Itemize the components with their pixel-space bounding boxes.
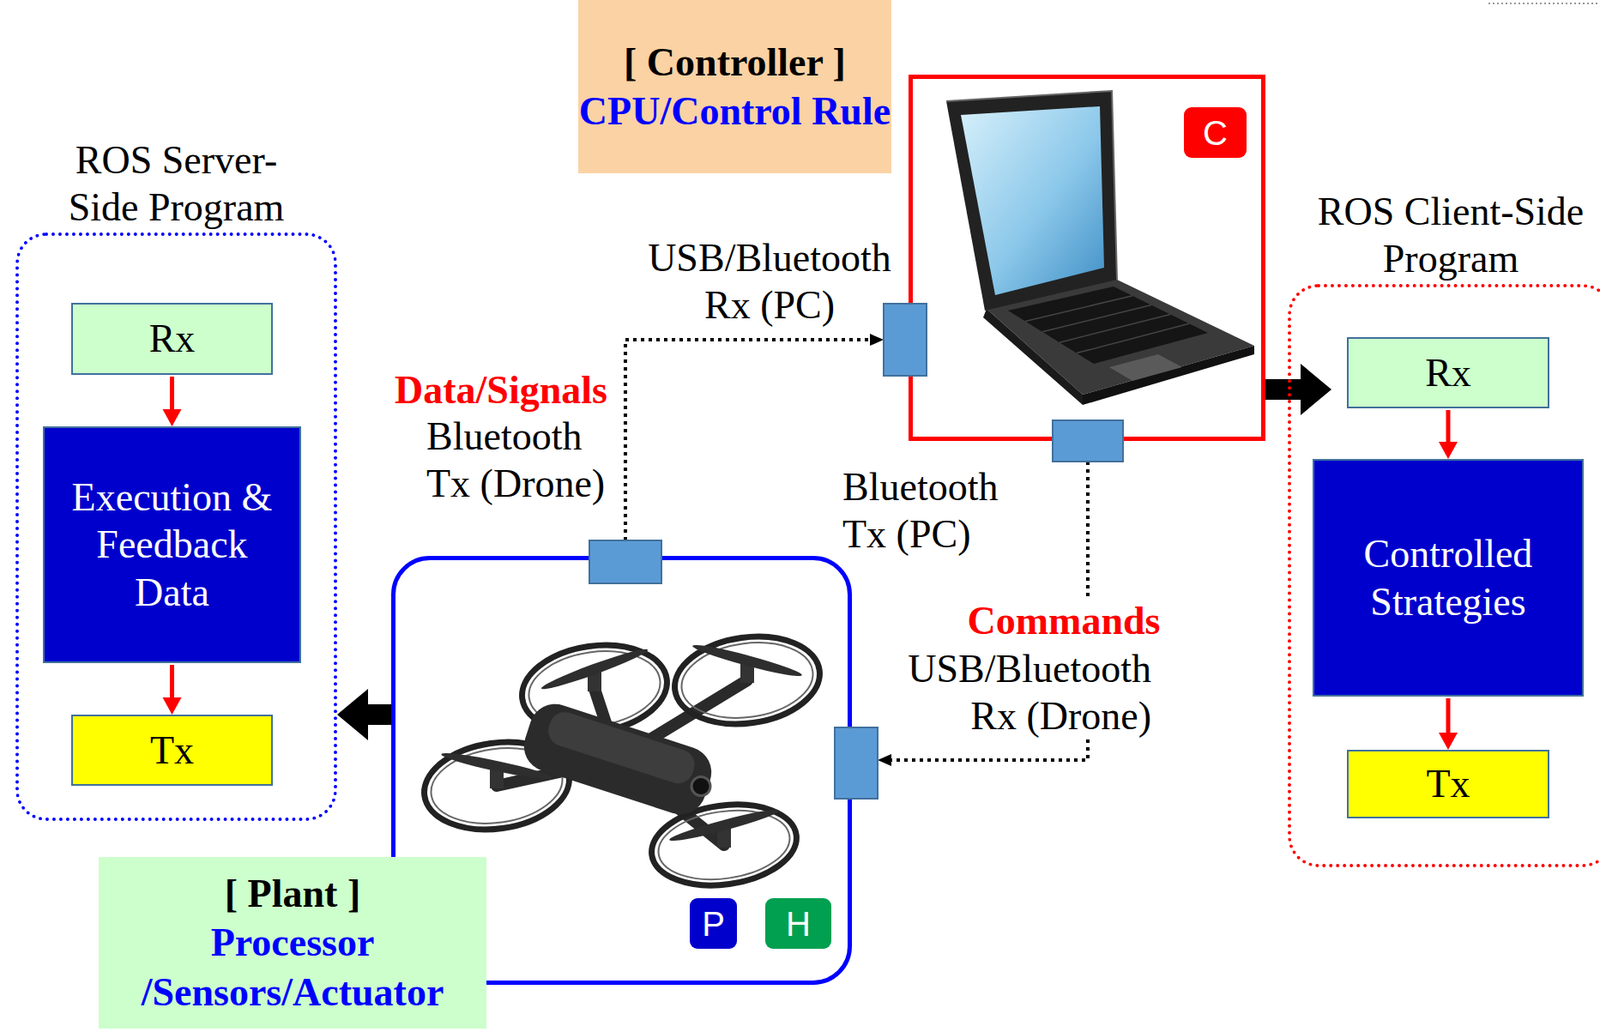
- controller-label: [ Controller ]CPU/Control Rule: [578, 0, 892, 174]
- corner-rule: [1488, 2, 1598, 5]
- signal-link: [625, 339, 870, 541]
- letter-badge: P: [689, 898, 737, 949]
- node-text: [ Controller ]: [623, 37, 846, 88]
- drone-illustration: [418, 627, 826, 895]
- program-group-box: ROS Client-Side ProgramRxControlled Stra…: [1287, 283, 1600, 868]
- port-block: [1052, 420, 1124, 462]
- node-text: P: [701, 906, 725, 942]
- program-group-box: ROS Server-Side ProgramRxExecution & Fee…: [15, 232, 338, 822]
- interface-label: Bluetooth Tx (PC): [842, 463, 1027, 558]
- node-text: Execution & Feedback Data: [60, 473, 285, 616]
- drone-illustration: [517, 697, 721, 822]
- letter-badge: C: [1183, 107, 1247, 158]
- node-text: Processor /Sensors/Actuator: [98, 917, 487, 1017]
- drone-illustration: [691, 640, 804, 681]
- laptop-illustration: [1042, 305, 1152, 333]
- port-block: [883, 303, 927, 376]
- laptop-illustration: [960, 106, 1105, 296]
- node-text: C: [1202, 115, 1228, 151]
- laptop-illustration: [1059, 313, 1171, 343]
- block-arrow: [1265, 379, 1301, 400]
- drone-illustration: [669, 627, 826, 734]
- laptop-illustration: [946, 90, 1117, 311]
- laptop-illustration: [1076, 323, 1190, 353]
- node-text: [ Plant ]: [224, 869, 361, 919]
- block-arrow: [368, 704, 392, 725]
- node-text: Controlled Strategies: [1314, 530, 1582, 625]
- group-heading: ROS Server-Side Program: [65, 136, 289, 231]
- node-text: Tx: [150, 726, 194, 774]
- rx-box: Rx: [71, 302, 273, 375]
- laptop-illustration: [946, 90, 1117, 280]
- drone-illustration: [543, 707, 699, 787]
- flow-arrow: [169, 664, 175, 698]
- link-label: Commands: [964, 597, 1165, 645]
- group-heading: ROS Client-Side Program: [1304, 187, 1597, 283]
- controller-box: C: [908, 74, 1266, 441]
- tx-box: Tx: [71, 714, 273, 786]
- flow-arrow: [1446, 698, 1451, 733]
- link-label: Data/Signals: [391, 366, 611, 414]
- process-box: Execution & Feedback Data: [42, 426, 302, 664]
- tx-box: Tx: [1346, 749, 1550, 819]
- flow-arrow: [169, 376, 175, 410]
- interface-label: Bluetooth Tx (Drone): [426, 412, 611, 508]
- port-block: [834, 727, 878, 799]
- drone-illustration: [517, 697, 719, 822]
- drone-illustration: [653, 803, 794, 888]
- drone-illustration: [676, 634, 818, 727]
- drone-illustration: [688, 774, 713, 799]
- port-block: [589, 540, 662, 584]
- node-text: H: [785, 906, 811, 942]
- flow-arrow: [1446, 410, 1451, 442]
- letter-badge: H: [765, 898, 832, 949]
- rx-box: Rx: [1346, 337, 1550, 409]
- plant-label: [ Plant ]Processor /Sensors/Actuator: [98, 857, 487, 1029]
- laptop-illustration: [1025, 295, 1133, 322]
- node-text: Tx: [1425, 760, 1470, 808]
- interface-label: USB/Bluetooth Rx (PC): [640, 234, 899, 329]
- drone-illustration: [539, 645, 650, 694]
- laptop-illustration: [946, 90, 1255, 405]
- node-text: Rx: [149, 314, 196, 363]
- interface-label: USB/Bluetooth Rx (Drone): [893, 645, 1152, 740]
- node-text: CPU/Control Rule: [579, 86, 891, 137]
- process-box: Controlled Strategies: [1312, 458, 1584, 697]
- laptop-illustration: [1109, 354, 1183, 381]
- node-text: Rx: [1424, 349, 1472, 397]
